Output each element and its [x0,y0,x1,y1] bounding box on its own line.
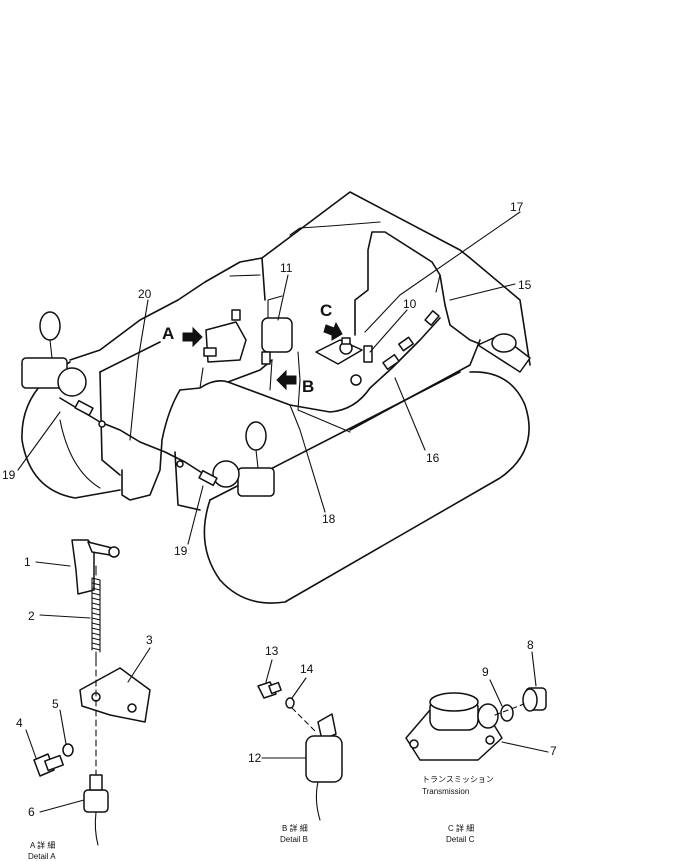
caption-detail-b-jp: B 詳 細 [282,823,308,833]
caption-detail-c-jp: C 詳 細 [448,823,474,833]
caption-detail-b-en: Detail B [280,835,308,844]
view-letter-b: B [302,377,314,396]
caption-detail-c-en: Detail C [446,835,475,844]
connector-19-left [74,399,106,428]
part-label-19-left: 19 [2,468,16,482]
connector-16 [382,310,440,371]
detail-leader-lines [25,561,549,813]
part-label-10: 10 [403,297,417,311]
detail-a-spring [91,565,101,661]
area-a-bracket [203,309,247,363]
part-label-16: 16 [426,451,440,465]
detail-a [33,539,151,846]
part-label-11: 11 [280,261,293,275]
part-label-9: 9 [482,665,489,679]
part-label-1: 1 [24,555,31,569]
part-label-15: 15 [518,278,532,292]
part-label-6: 6 [28,805,35,819]
view-letter-c: C [320,301,332,320]
part-label-13: 13 [265,644,279,658]
item-11-bracket [261,295,293,365]
detail-c [405,687,547,761]
part-label-20: 20 [138,287,152,301]
part-label-4: 4 [16,716,23,730]
view-letters: A B C [162,301,332,396]
view-letter-a: A [162,324,174,343]
lamp-front-right [212,421,275,497]
part-label-2: 2 [28,609,35,623]
part-label-3: 3 [146,633,153,647]
part-label-8: 8 [527,638,534,652]
view-c-arrow [323,321,343,341]
wiring-harness [59,231,491,501]
connector-19-right [176,460,218,487]
item-10-sensor [350,345,373,386]
part-label-18: 18 [322,512,336,526]
part-label-12: 12 [248,751,262,765]
detail-b [257,681,343,821]
part-label-7: 7 [550,744,557,758]
caption-transmission-en: Transmission [422,787,469,796]
part-label-19-right: 19 [174,544,188,558]
caption-detail-a-en: Detail A [28,852,56,861]
part-label-14: 14 [300,662,314,676]
part-label-17: 17 [510,200,524,214]
view-a-arrow [182,326,203,348]
caption-detail-a-jp: A 詳 細 [30,840,55,850]
caption-transmission-jp: トランスミッション [422,775,494,784]
part-label-5: 5 [52,697,59,711]
part-number-labels: 17 15 11 20 10 16 18 19 19 1 2 3 4 5 6 1… [2,200,557,819]
switch-c-assembly [315,337,363,365]
rear-light [477,333,531,373]
lamp-rear-left [21,311,87,397]
view-b-arrow [276,369,297,391]
leader-lines [17,211,521,545]
captions: トランスミッション Transmission A 詳 細 Detail A B … [28,775,494,861]
